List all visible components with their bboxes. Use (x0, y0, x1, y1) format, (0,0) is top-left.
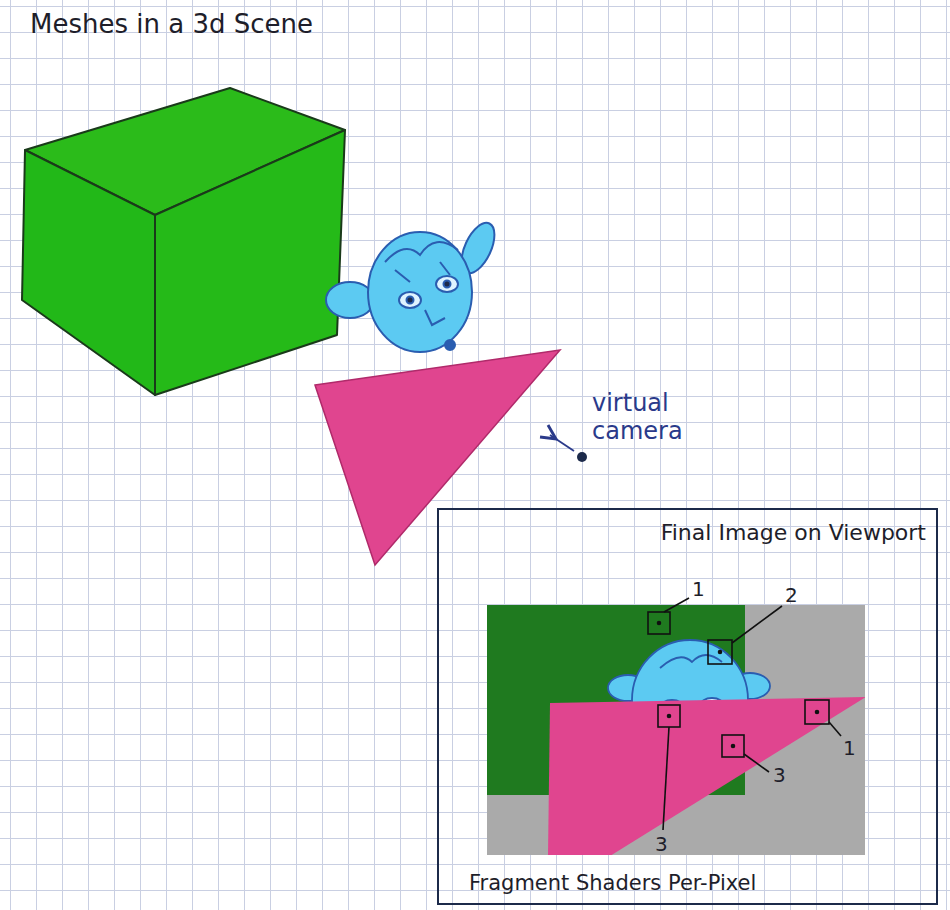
camera-arrow (550, 435, 574, 451)
viewport-frame: Final Image on ViewportFragment Shaders … (437, 508, 938, 905)
viewport-caption: Fragment Shaders Per-Pixel (469, 871, 756, 895)
callout-number: 3 (655, 833, 668, 856)
camera-label: virtual camera (592, 390, 722, 445)
callout-number: 1 (843, 737, 856, 760)
callout-number: 2 (785, 584, 798, 607)
monkey-mesh (326, 218, 501, 352)
viewport-heading: Final Image on Viewport (661, 520, 926, 545)
cube-mesh (22, 88, 345, 395)
rendered-image (487, 605, 865, 855)
callout-number: 3 (773, 764, 786, 787)
pixel-callouts (648, 598, 841, 830)
callout-number: 1 (692, 578, 705, 601)
camera-dot (577, 452, 587, 462)
diagram-title: Meshes in a 3d Scene (30, 10, 313, 40)
